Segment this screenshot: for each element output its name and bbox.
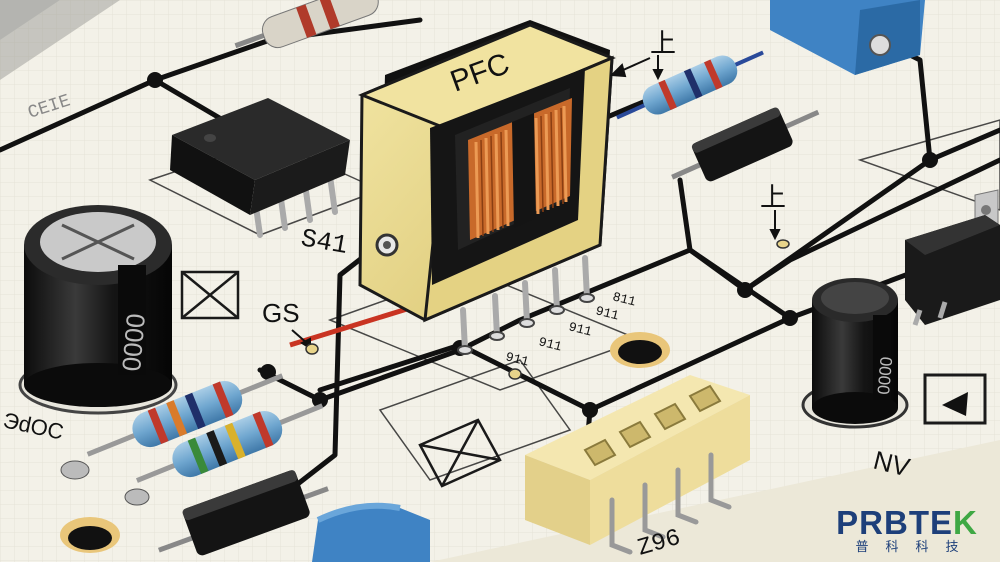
red-trace [289, 302, 421, 348]
copper-winding [468, 98, 572, 240]
capacitor-left [18, 205, 178, 415]
triangle-polarity-icon [923, 373, 987, 425]
brand-watermark: PRBTEK 普科科技 [828, 506, 986, 556]
capacitor-right [801, 278, 909, 429]
blue-component [770, 0, 925, 75]
connector [525, 375, 750, 555]
resistor-left-2 [135, 403, 324, 483]
probe-arrow-icon [609, 55, 664, 81]
pad-code-4: 911 [594, 303, 621, 323]
brand-subtitle: 普科科技 [855, 540, 976, 555]
resistor-right-top [616, 50, 764, 120]
crossed-box-icon [180, 270, 240, 320]
cap-left-print: 0000 [116, 312, 151, 372]
regulator [905, 189, 1000, 326]
probe-label-mid: 上 [760, 183, 786, 213]
probe-label-top: 上 [650, 29, 676, 59]
cap-right-print: 0000 [874, 356, 896, 395]
probe-arrow-icon [769, 210, 781, 241]
board-via-icon [60, 332, 670, 553]
ic-chip [170, 98, 350, 238]
resistor-left-1 [86, 373, 284, 457]
pcb-outline-mid [378, 359, 572, 481]
pad-code-1: 911 [504, 349, 531, 369]
pfc-transformer [358, 20, 616, 355]
crossed-box-icon [418, 418, 502, 488]
diode-bottom-left [157, 470, 329, 556]
diode-right [671, 107, 820, 182]
pad-code-3: 911 [567, 319, 594, 339]
blue-capacitor [312, 502, 430, 562]
pad-code-5: 811 [611, 289, 638, 309]
pad-code-2: 911 [537, 334, 564, 354]
probe-label-left: GS [262, 298, 300, 328]
resistor-top [234, 0, 406, 49]
brand-name: PRBTEK [836, 504, 978, 541]
board-via-icon [147, 72, 938, 418]
